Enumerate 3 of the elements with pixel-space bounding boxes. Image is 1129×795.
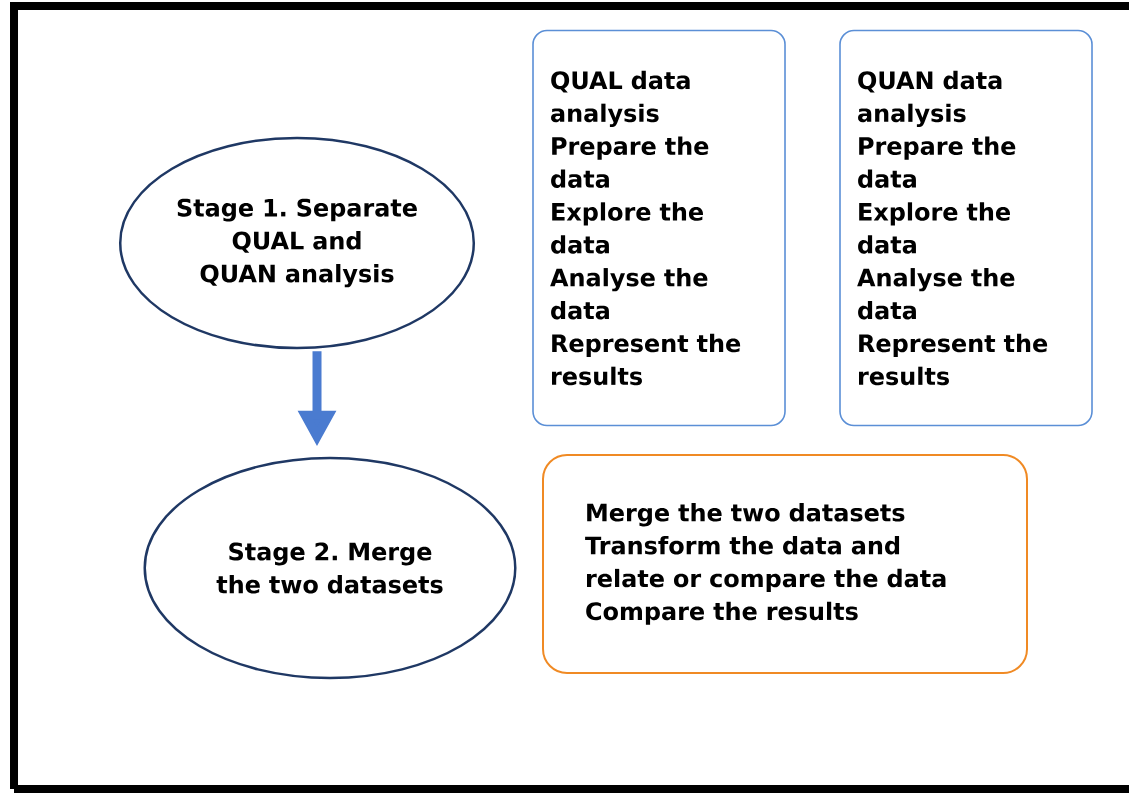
step-box: QUAN data analysis Prepare the data Explore the data Analyse the data Represent the results: [839, 29, 1093, 427]
step-box: Merge the two datasets Transform the data and relate or compare the data Compare the results: [542, 454, 1028, 674]
step-box: QUAL data analysis Prepare the data Explore the data Analyse the data Represent the results: [532, 29, 786, 427]
